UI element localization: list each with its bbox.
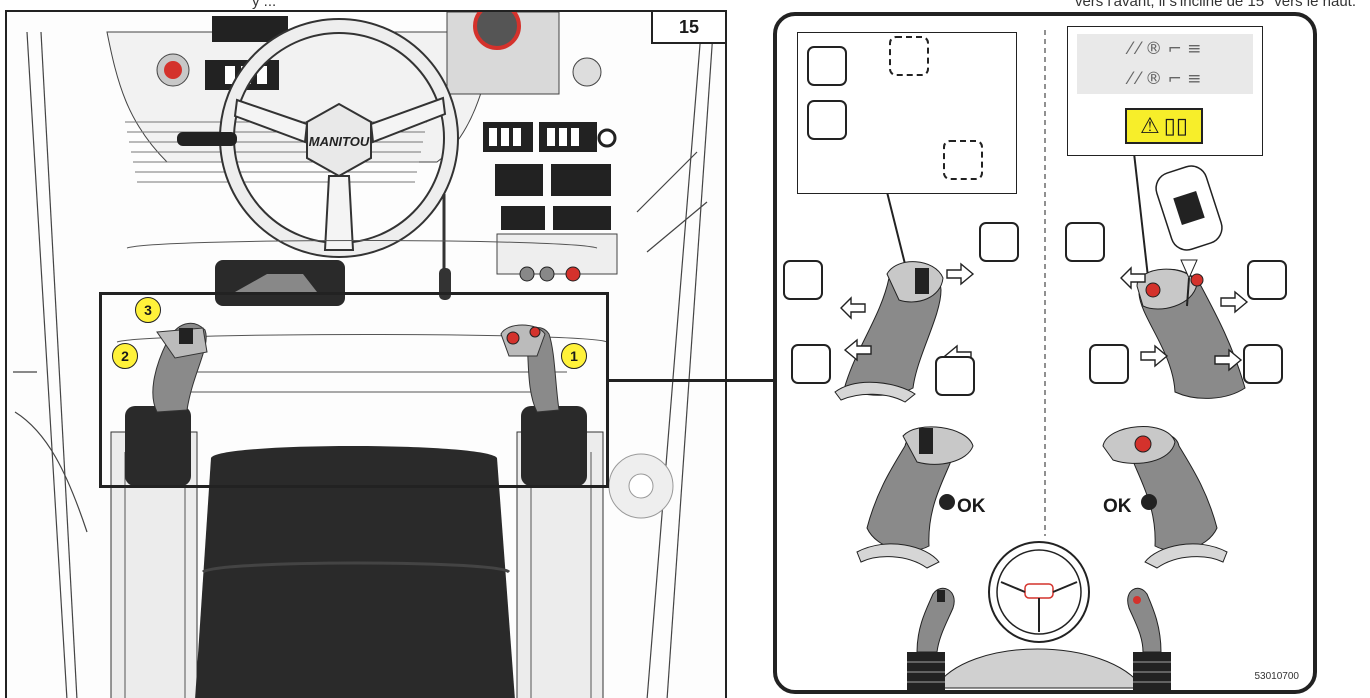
boom-function-pictograms: ⁄ ⁄ ® ⌐ ≡ ⁄ ⁄ ® ⌐ ≡ [1077, 34, 1253, 94]
warning-read-manual-icon: ⚠ ▯▯ [1125, 108, 1203, 144]
boom-retract-icon [979, 222, 1019, 262]
boom-raise-icon [1243, 344, 1283, 384]
seat-rotate-right-icon [807, 100, 847, 140]
reference-code: 53010700 [1255, 671, 1300, 682]
steer-right-icon [935, 356, 975, 396]
header-text-left: y ... [252, 0, 276, 10]
callout-3: 3 [135, 297, 161, 323]
steer-left-icon [783, 260, 823, 300]
seat-rotate-left-icon [807, 46, 847, 86]
rotation-ccw-icon [889, 36, 929, 76]
callout-1: 1 [561, 343, 587, 369]
steering-wheel-logo: MANITOU [309, 134, 370, 149]
boom-extend-icon [791, 344, 831, 384]
ok-label-right: OK [1103, 496, 1132, 518]
tilt-forward-icon [1089, 344, 1129, 384]
rotation-cw-icon [943, 140, 983, 180]
joystick-highlight-frame [99, 292, 609, 488]
warning-triangle-icon: ⚠ [1140, 114, 1160, 139]
manual-book-icon: ▯▯ [1164, 114, 1188, 139]
boom-lower-icon [1065, 222, 1105, 262]
joystick-decal: ⁄ ⁄ ® ⌐ ≡ ⁄ ⁄ ® ⌐ ≡ ⚠ ▯▯ OK OK 53010700 [773, 12, 1317, 694]
figure-number: 15 [651, 10, 727, 44]
callout-2: 2 [112, 343, 138, 369]
ok-label-left: OK [957, 496, 986, 518]
tilt-back-icon [1247, 260, 1287, 300]
header-text-right: vers l'avant, il s'incline de 15° vers l… [1075, 0, 1356, 10]
leader-line [609, 379, 777, 382]
